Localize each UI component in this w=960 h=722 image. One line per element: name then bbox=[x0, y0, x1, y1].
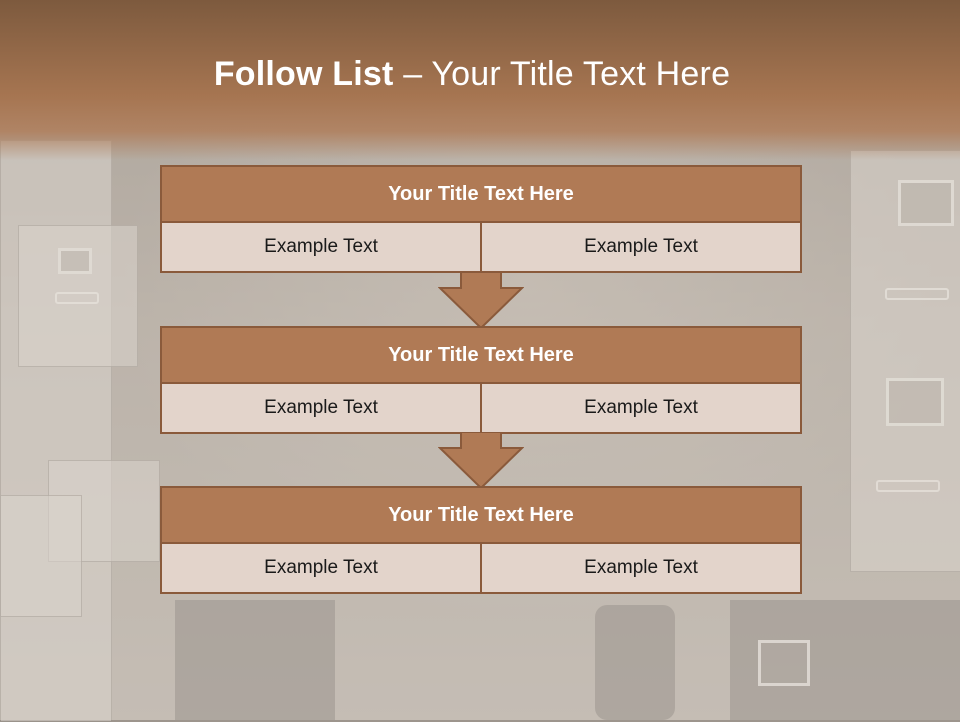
step-cell-right-3: Example Text bbox=[482, 544, 802, 594]
title-bar bbox=[0, 0, 960, 160]
step-cell-right-2: Example Text bbox=[482, 384, 802, 434]
step-block-2: Your Title Text Here Example Text Exampl… bbox=[160, 326, 802, 434]
step-block-1: Your Title Text Here Example Text Exampl… bbox=[160, 165, 802, 273]
drawer-label bbox=[58, 248, 92, 274]
step-cell-left-1: Example Text bbox=[160, 223, 482, 273]
cabinet-handle-1 bbox=[885, 288, 949, 300]
cabinet-bottom-right bbox=[730, 600, 960, 720]
step-title-3: Your Title Text Here bbox=[160, 486, 802, 544]
step-cell-right-1: Example Text bbox=[482, 223, 802, 273]
drawer-handle bbox=[55, 292, 99, 304]
title-bold: Follow List bbox=[213, 55, 394, 93]
step-block-3: Your Title Text Here Example Text Exampl… bbox=[160, 486, 802, 594]
step-row-2: Example Text Example Text bbox=[160, 384, 802, 434]
down-arrow-1 bbox=[438, 272, 524, 330]
down-arrow-2 bbox=[438, 432, 524, 490]
step-title-2: Your Title Text Here bbox=[160, 326, 802, 384]
trash-bin bbox=[595, 605, 675, 720]
step-cell-left-2: Example Text bbox=[160, 384, 482, 434]
cabinet-label-3 bbox=[758, 640, 810, 686]
cabinet-right bbox=[850, 150, 960, 572]
cabinet-label-2 bbox=[886, 378, 944, 426]
box-files bbox=[0, 495, 82, 617]
desk-chair bbox=[175, 600, 335, 720]
step-row-1: Example Text Example Text bbox=[160, 223, 802, 273]
slide-title: Follow List – Your Title Text Here bbox=[0, 55, 944, 94]
step-row-3: Example Text Example Text bbox=[160, 544, 802, 594]
step-title-1: Your Title Text Here bbox=[160, 165, 802, 223]
step-cell-left-3: Example Text bbox=[160, 544, 482, 594]
cabinet-label-1 bbox=[898, 180, 954, 226]
cabinet-handle-2 bbox=[876, 480, 940, 492]
title-rest: – Your Title Text Here bbox=[393, 55, 731, 93]
